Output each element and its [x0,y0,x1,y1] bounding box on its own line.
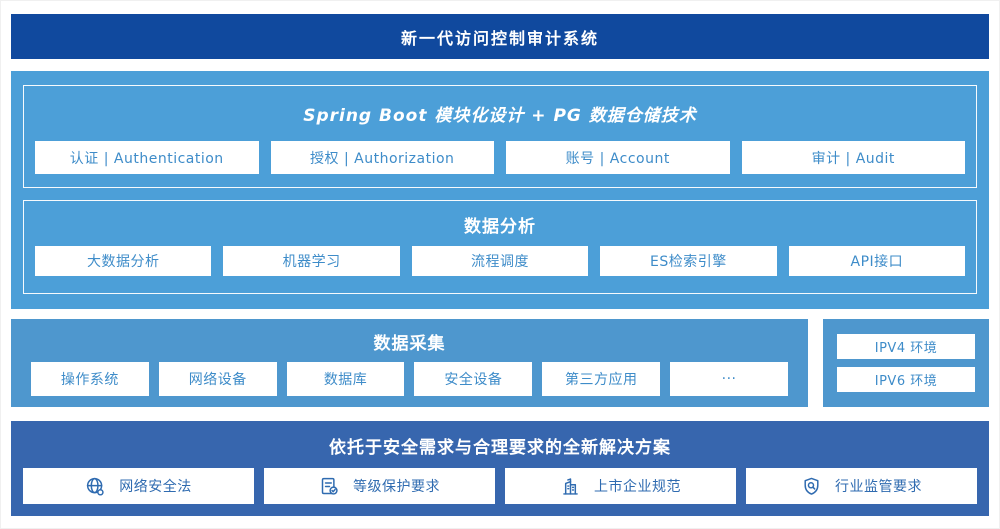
building-icon [560,476,581,497]
data-analysis-title: 数据分析 [464,217,536,237]
module-api-interface: API接口 [788,246,966,276]
source-third-party-app: 第三方应用 [542,362,661,396]
module-audit: 审计 | Audit [741,141,965,174]
solution-item-label: 网络安全法 [119,479,192,495]
source-security-device: 安全设备 [414,362,533,396]
collection-row: 数据采集 操作系统 网络设备 数据库 安全设备 第三方应用 ··· IPV4 环… [11,319,989,407]
ipv4-environment-box: IPV4 环境 [837,334,975,359]
module-authorization: 授权 | Authorization [270,141,494,174]
solution-item-label: 行业监管要求 [835,479,922,495]
data-collection-section: 数据采集 操作系统 网络设备 数据库 安全设备 第三方应用 ··· [11,319,808,407]
system-title-banner: 新一代访问控制审计系统 [11,14,989,59]
data-analysis-modules-row: 大数据分析 机器学习 流程调度 ES检索引擎 API接口 [35,246,966,276]
module-authentication: 认证 | Authentication [35,141,259,174]
ipv6-environment-box: IPV6 环境 [837,367,975,392]
solution-listed-company-rules: 上市企业规范 [505,468,736,504]
system-title: 新一代访问控制审计系统 [400,28,599,48]
module-bigdata-analysis: 大数据分析 [35,246,212,276]
source-database: 数据库 [286,362,405,396]
data-collection-title: 数据采集 [373,334,446,354]
solution-industry-regulation: 行业监管要求 [746,468,977,504]
platform-section: Spring Boot 模块化设计 + PG 数据仓储技术 认证 | Authe… [11,71,989,309]
solution-title: 依托于安全需求与合理要求的全新解决方案 [329,438,671,458]
data-sources-row: 操作系统 网络设备 数据库 安全设备 第三方应用 ··· [31,362,788,396]
springboot-layer-title: Spring Boot 模块化设计 + PG 数据仓储技术 [303,106,697,126]
module-machine-learning: 机器学习 [223,246,400,276]
springboot-modules-row: 认证 | Authentication 授权 | Authorization 账… [35,141,965,174]
source-network-device: 网络设备 [158,362,277,396]
data-analysis-layer: 数据分析 大数据分析 机器学习 流程调度 ES检索引擎 API接口 [23,200,977,294]
springboot-layer: Spring Boot 模块化设计 + PG 数据仓储技术 认证 | Authe… [23,85,977,188]
module-es-search-engine: ES检索引擎 [600,246,777,276]
solution-classified-protection: 等级保护要求 [264,468,495,504]
solution-item-label: 上市企业规范 [594,479,681,495]
solution-section: 依托于安全需求与合理要求的全新解决方案 网络安全法 [11,421,989,516]
module-workflow-scheduling: 流程调度 [411,246,589,276]
source-operating-system: 操作系统 [31,362,149,396]
solution-cybersecurity-law: 网络安全法 [23,468,254,504]
ip-environment-section: IPV4 环境 IPV6 环境 [823,319,989,407]
solution-items-row: 网络安全法 等级保护要求 [23,468,977,504]
module-account: 账号 | Account [506,141,730,174]
globe-icon [85,476,106,497]
source-more-ellipsis: ··· [670,362,788,396]
solution-item-label: 等级保护要求 [353,479,440,495]
shield-search-icon [801,476,822,497]
document-check-icon [319,476,340,497]
